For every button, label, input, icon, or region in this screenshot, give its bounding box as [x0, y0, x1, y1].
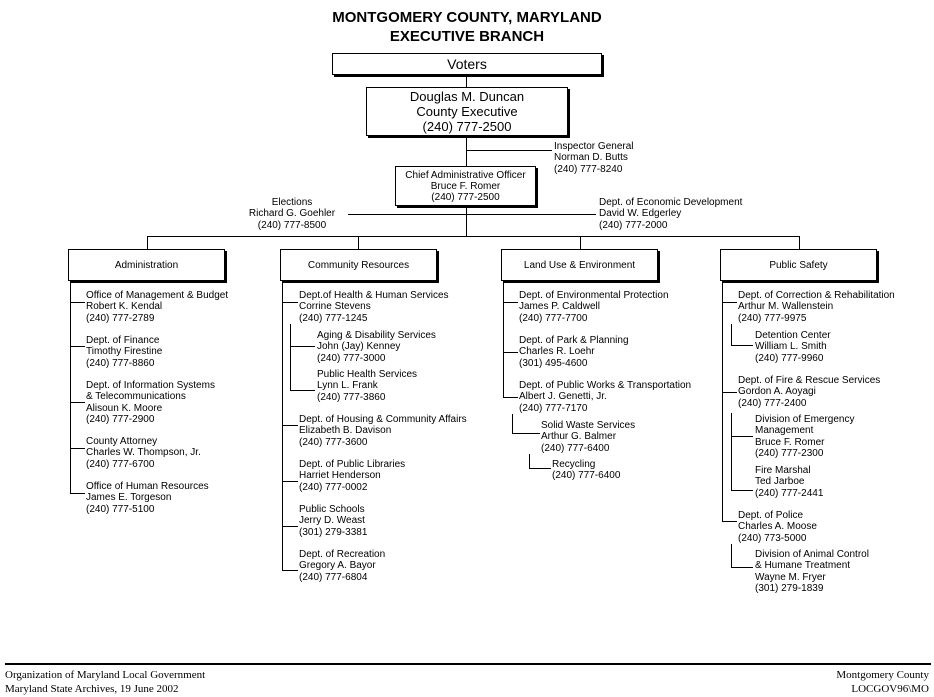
connector	[147, 236, 799, 237]
connector	[722, 392, 737, 393]
economic-development: Dept. of Economic Development David W. E…	[599, 197, 743, 231]
cao-title: Chief Administrative Officer	[405, 169, 526, 181]
footer-date: Maryland State Archives, 19 June 2002	[5, 683, 179, 695]
dept-entry: Dept. of Police Charles A. Moose (240) 7…	[738, 510, 817, 544]
connector	[580, 236, 581, 249]
executive-title: County Executive	[416, 104, 518, 119]
administration-box: Administration	[68, 249, 225, 281]
connector	[529, 454, 530, 469]
connector	[731, 436, 753, 437]
connector	[731, 324, 732, 346]
voters-label: Voters	[447, 56, 487, 72]
connector	[466, 150, 552, 151]
connector	[529, 468, 551, 469]
cao-box: Chief Administrative Officer Bruce F. Ro…	[395, 166, 536, 206]
connector	[503, 352, 518, 353]
connector	[466, 136, 467, 166]
dept-entry: Dept. of Public Works & Transportation A…	[519, 380, 692, 414]
connector	[70, 302, 85, 303]
footer-rule	[5, 663, 931, 665]
dept-entry: Office of Human Resources James E. Torge…	[86, 481, 209, 515]
inspector-general: Inspector General Norman D. Butts (240) …	[554, 141, 634, 175]
connector	[290, 346, 315, 347]
sub-entry: Aging & Disability Services John (Jay) K…	[317, 330, 436, 364]
dept-entry: Dept. of Fire & Rescue Services Gordon A…	[738, 375, 881, 409]
sub-entry: Solid Waste Services Arthur G. Balmer (2…	[541, 420, 636, 454]
connector	[70, 493, 85, 494]
community-resources-box: Community Resources	[280, 249, 437, 281]
connector	[147, 236, 148, 249]
land-use-environment-box: Land Use & Environment	[501, 249, 658, 281]
connector	[358, 236, 359, 249]
county-executive-box: Douglas M. Duncan County Executive (240)…	[366, 87, 568, 136]
connector	[503, 283, 504, 398]
connector	[722, 283, 723, 522]
dept-entry: Dept. of Park & Planning Charles R. Loeh…	[519, 335, 629, 369]
connector	[466, 75, 467, 87]
elections: Elections Richard G. Goehler (240) 777-8…	[248, 197, 336, 231]
executive-name: Douglas M. Duncan	[409, 89, 525, 104]
connector	[70, 448, 85, 449]
cao-phone: (240) 777-2500	[431, 191, 500, 203]
connector	[512, 414, 513, 434]
sub-entry: Division of Emergency Management Bruce F…	[755, 414, 855, 459]
connector	[282, 425, 298, 426]
cao-name: Bruce F. Romer	[430, 180, 501, 192]
connector	[282, 283, 283, 571]
executive-phone: (240) 777-2500	[422, 119, 512, 134]
connector	[722, 302, 737, 303]
sub-entry: Detention Center William L. Smith (240) …	[755, 330, 831, 364]
dept-entry: Dept. of Finance Timothy Firestine (240)…	[86, 335, 163, 369]
connector	[731, 490, 753, 491]
connector	[282, 526, 298, 527]
public-safety-box: Public Safety	[720, 249, 877, 281]
connector	[282, 570, 298, 571]
dept-entry: Dept. of Correction & Rehabilitation Art…	[738, 290, 895, 324]
connector	[503, 397, 518, 398]
dept-entry: Office of Management & Budget Robert K. …	[86, 290, 229, 324]
connector	[731, 544, 732, 568]
chart-subtitle: EXECUTIVE BRANCH	[389, 28, 545, 45]
chart-title: MONTGOMERY COUNTY, MARYLAND	[332, 9, 602, 26]
dept-entry: County Attorney Charles W. Thompson, Jr.…	[86, 436, 201, 470]
connector	[70, 402, 85, 403]
connector	[503, 302, 518, 303]
dept-entry: Dept. of Recreation Gregory A. Bayor (24…	[299, 549, 386, 583]
connector	[466, 206, 467, 236]
connector	[512, 433, 540, 434]
connector	[799, 236, 800, 249]
connector	[731, 567, 753, 568]
dept-entry: Dept.of Health & Human Services Corrine …	[299, 290, 449, 324]
sub-entry: Public Health Services Lynn L. Frank (24…	[317, 369, 418, 403]
sub-entry: Fire Marshal Ted Jarboe (240) 777-2441	[755, 465, 824, 499]
dept-entry: Dept. of Public Libraries Harriet Hender…	[299, 459, 406, 493]
connector	[731, 413, 732, 491]
sub-entry: Recycling (240) 777-6400	[552, 459, 621, 482]
dept-entry: Public Schools Jerry D. Weast (301) 279-…	[299, 504, 368, 538]
dept-entry: Dept. of Environmental Protection James …	[519, 290, 669, 324]
connector	[70, 346, 85, 347]
dept-entry: Dept. of Housing & Community Affairs Eli…	[299, 414, 467, 448]
voters-box: Voters	[332, 53, 602, 75]
connector	[348, 214, 596, 215]
connector	[722, 521, 737, 522]
footer-county: Montgomery County	[836, 669, 929, 681]
connector	[282, 302, 298, 303]
sub-entry: Division of Animal Control & Humane Trea…	[755, 549, 869, 594]
footer-source: Organization of Maryland Local Governmen…	[5, 669, 206, 681]
connector	[282, 481, 298, 482]
connector	[290, 324, 291, 391]
connector	[70, 283, 71, 494]
connector	[731, 345, 753, 346]
footer-code: LOCGOV96\MO	[851, 683, 929, 695]
dept-entry: Dept. of Information Systems & Telecommu…	[86, 380, 215, 425]
connector	[290, 390, 315, 391]
